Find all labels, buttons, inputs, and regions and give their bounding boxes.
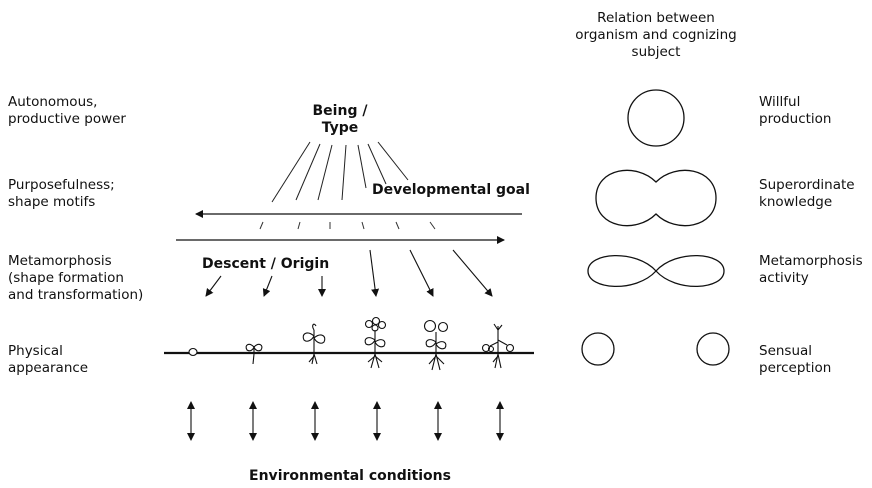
metamorphosis-arrow-1 <box>205 275 222 297</box>
label-descent-origin: Descent / Origin <box>202 256 330 272</box>
metamorphosis-arrow-5 <box>409 249 434 297</box>
plant-sprout <box>245 343 263 365</box>
left-small-circle <box>581 332 615 366</box>
plant-stages <box>188 316 515 371</box>
metamorphosis-arrow-2 <box>262 275 273 297</box>
relation-shapes <box>581 89 730 366</box>
label-sensual-perception: Sensual perception <box>759 343 832 376</box>
metamorphosis-arrows <box>205 249 493 297</box>
label-being-type: Being / Type <box>312 103 368 136</box>
label-superordinate-knowledge: Superordinate knowledge <box>759 177 855 210</box>
metamorphosis-arrow-6 <box>452 249 493 297</box>
being-type-radiating-lines <box>271 141 409 203</box>
plant-flowering <box>423 319 449 371</box>
label-physical-appearance: Physical appearance <box>8 343 89 376</box>
label-willful-production: Willful production <box>759 94 832 127</box>
plant-budding <box>364 316 387 369</box>
label-relation-title: Relation between organism and cognizing … <box>575 10 737 60</box>
environment-arrows <box>187 401 504 441</box>
infinity-shape <box>587 254 725 288</box>
label-metamorphosis-activity: Metamorphosis activity <box>759 253 863 286</box>
metamorphosis-arrow-4 <box>369 249 380 297</box>
label-autonomous-productive-power: Autonomous, productive power <box>8 94 126 127</box>
right-small-circle <box>696 332 730 366</box>
label-metamorphosis: Metamorphosis (shape formation and trans… <box>8 253 144 303</box>
dashed-continuation-ticks <box>259 221 436 230</box>
label-purposefulness: Purposefulness; shape motifs <box>8 177 115 210</box>
label-developmental-goal: Developmental goal <box>372 182 530 198</box>
plant-seed <box>188 347 198 357</box>
plant-seedling <box>302 323 326 365</box>
circle-shape <box>627 89 685 147</box>
label-environmental-conditions: Environmental conditions <box>249 468 451 484</box>
plant-fruiting <box>481 323 515 369</box>
peanut-shape <box>595 169 717 227</box>
